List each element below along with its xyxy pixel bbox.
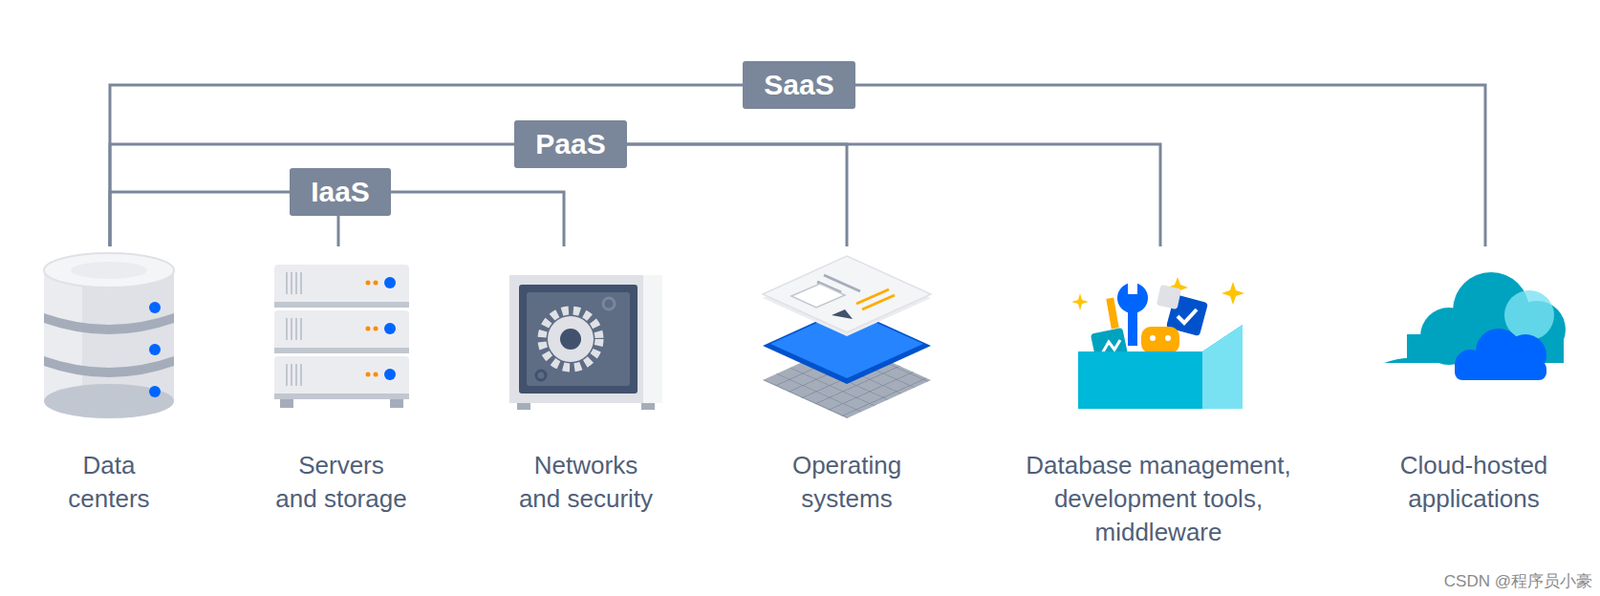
item-caption: Operating systems: [775, 449, 919, 517]
stack-item: Database management, development tools, …: [1015, 246, 1302, 550]
layer-tag: SaaS: [742, 61, 855, 109]
item-caption: Database management, development tools, …: [1015, 449, 1302, 550]
database-icon: [43, 253, 174, 419]
layer-tag: PaaS: [514, 120, 627, 169]
bracket-line: [627, 144, 1161, 247]
watermark: CSDN @程序员小豪: [1444, 570, 1593, 593]
safe-icon: [509, 275, 663, 411]
bracket-line: [627, 144, 847, 247]
item-caption: Networks and security: [490, 449, 682, 517]
bracket-line: [109, 144, 515, 247]
bracket-line: [337, 216, 341, 247]
bracket-line: [109, 192, 290, 247]
stack-item: Data centers: [56, 246, 162, 517]
item-caption: Data centers: [56, 449, 162, 517]
bracket-line: [390, 192, 564, 247]
cloud-icon: [1383, 272, 1566, 381]
tag-label: IaaS: [310, 175, 370, 208]
os-layers-icon: [762, 256, 931, 419]
stack-item: Cloud-hosted applications: [1378, 246, 1570, 517]
item-caption: Servers and storage: [245, 449, 437, 517]
stack-item: Networks and security: [490, 246, 682, 517]
layer-tag: IaaS: [289, 168, 391, 217]
toolbox-icon: [1071, 277, 1245, 410]
bracket-line: [109, 85, 743, 247]
stack-item: Servers and storage: [245, 246, 437, 517]
stack-item: Operating systems: [775, 246, 919, 517]
bracket-line: [855, 85, 1486, 247]
server-icon: [274, 264, 410, 409]
item-caption: Cloud-hosted applications: [1378, 449, 1570, 517]
tag-label: SaaS: [763, 68, 834, 101]
tag-label: PaaS: [535, 128, 606, 160]
